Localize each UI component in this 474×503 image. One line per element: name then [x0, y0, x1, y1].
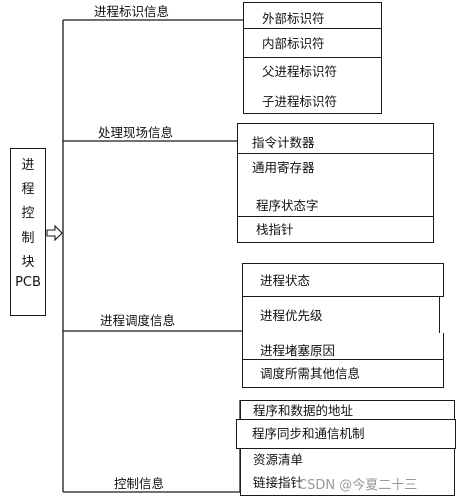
watermark: CSDN @今夏二十三 — [298, 478, 418, 493]
g4-item-1: 程序和数据的地址 — [253, 403, 354, 418]
root-char-3: 控 — [21, 206, 35, 221]
g4-item-3: 资源清单 — [253, 452, 304, 467]
pcb-root-box: 进 程 控 制 块 PCB — [10, 148, 46, 316]
g1-item-3-box: 父进程标识符 — [243, 57, 382, 88]
g4-item-2-box: 程序同步和通信机制 — [236, 419, 456, 449]
g3-item-4-box: 调度所需其他信息 — [242, 359, 444, 388]
g3-item-3-box: 进程堵塞原因 — [242, 333, 444, 360]
g1-item-2: 内部标识符 — [262, 36, 325, 51]
g1-item-4: 子进程标识符 — [262, 94, 338, 109]
group-label-scheduling: 进程调度信息 — [100, 313, 176, 328]
root-char-2: 程 — [21, 182, 35, 197]
g1-item-2-box: 内部标识符 — [243, 28, 382, 59]
g3-item-4: 调度所需其他信息 — [260, 366, 361, 381]
g3-item-1-box: 进程状态 — [242, 263, 444, 297]
group-label-control: 控制信息 — [114, 476, 165, 491]
g4-item-1-box: 程序和数据的地址 — [240, 400, 455, 421]
g3-item-2: 进程优先级 — [260, 308, 323, 323]
g2-item-3: 程序状态字 — [256, 198, 319, 213]
g2-item-1-box: 指令计数器 — [237, 123, 434, 154]
g2-item-2: 通用寄存器 — [252, 160, 315, 175]
g1-item-1-box: 外部标识符 — [243, 2, 382, 33]
g2-item-3-box: 程序状态字 — [237, 184, 434, 217]
g3-item-2-box: 进程优先级 — [242, 296, 440, 334]
g1-item-3: 父进程标识符 — [262, 64, 338, 79]
g4-item-4: 链接指针 — [253, 475, 304, 490]
group-label-process-id: 进程标识信息 — [94, 4, 170, 19]
g3-item-3: 进程堵塞原因 — [260, 343, 336, 358]
root-char-6: PCB — [15, 275, 41, 290]
g4-item-3-box: 资源清单 — [240, 448, 455, 473]
root-char-5: 块 — [21, 255, 35, 270]
g4-item-2: 程序同步和通信机制 — [252, 426, 365, 441]
g2-item-2-box: 通用寄存器 — [237, 153, 434, 185]
g1-item-4-box: 子进程标识符 — [243, 86, 382, 114]
root-char-4: 制 — [21, 231, 35, 246]
g3-item-1: 进程状态 — [260, 273, 311, 288]
g4-item-4-box: 链接指针 — [240, 472, 455, 496]
g2-item-4-box: 栈指针 — [237, 216, 434, 243]
g2-item-1: 指令计数器 — [252, 135, 315, 150]
root-char-1: 进 — [21, 158, 35, 173]
g1-item-1: 外部标识符 — [262, 11, 325, 26]
g2-item-4: 栈指针 — [256, 222, 294, 237]
group-label-context: 处理现场信息 — [98, 125, 174, 140]
